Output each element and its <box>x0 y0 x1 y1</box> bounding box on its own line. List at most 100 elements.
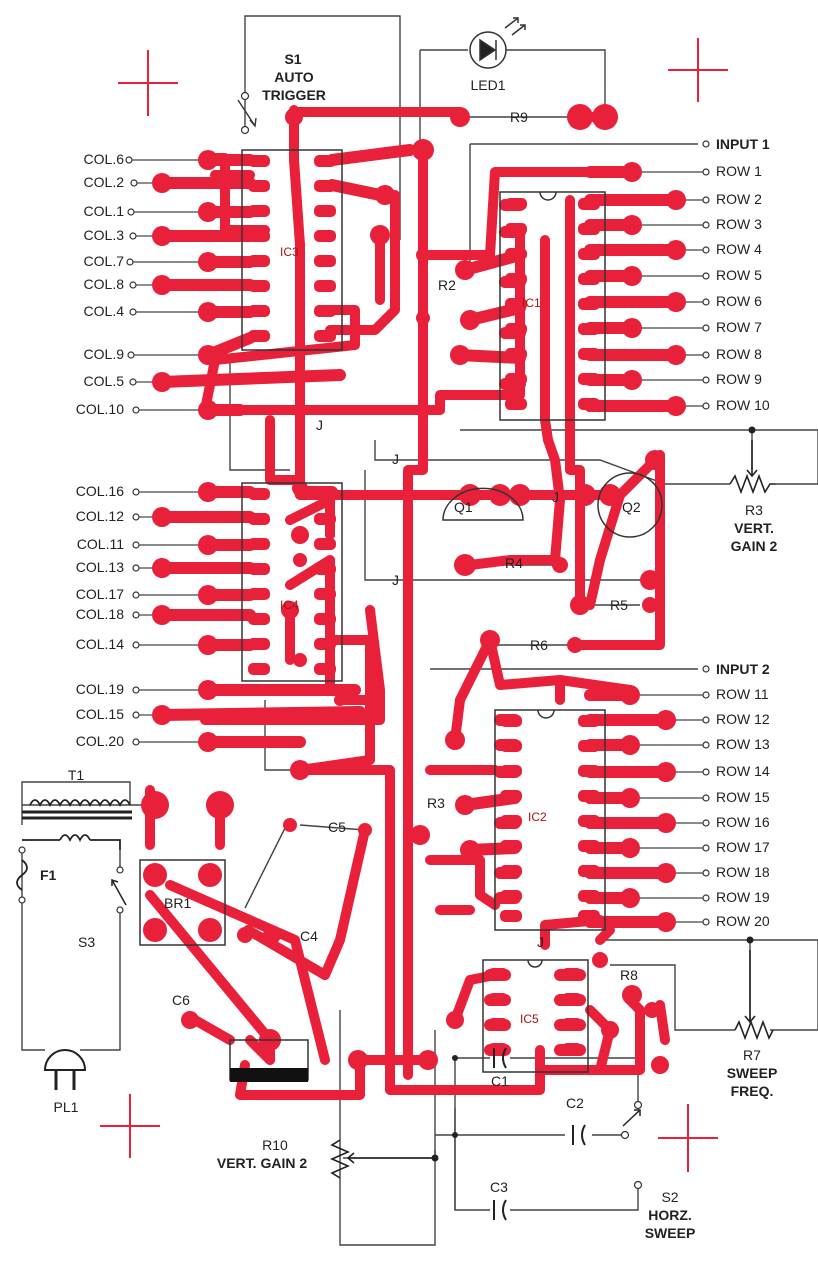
r7-pot-label: R7 <box>743 1047 761 1063</box>
r3-label: R3 <box>427 795 445 811</box>
col-terminal-label: COL.20 <box>75 733 124 749</box>
col-terminal-label: COL.10 <box>75 401 124 417</box>
row-terminal-label: ROW 14 <box>716 763 770 779</box>
row-terminal-label: ROW 15 <box>716 789 770 805</box>
ic3-label: IC3 <box>280 245 299 259</box>
pads <box>141 104 686 1074</box>
ic-pin-pads <box>248 155 600 1055</box>
r3-pot-label-line2: VERT. <box>734 520 774 536</box>
led1-label: LED1 <box>470 77 506 93</box>
row-terminal-label: ROW 17 <box>716 839 770 855</box>
row-terminal-label: ROW 11 <box>716 686 769 702</box>
r4-label: R4 <box>505 555 523 571</box>
ic4-label: IC4 <box>280 598 299 612</box>
col-terminal-label: COL.12 <box>75 508 124 524</box>
r10-pot-label: R10 <box>262 1137 288 1153</box>
ic2-label: IC2 <box>528 810 547 824</box>
jumper-label-3: J <box>552 489 559 505</box>
s2-label: S2 <box>661 1189 679 1205</box>
col-terminal-label: COL.1 <box>83 203 124 219</box>
r7-pot-label-line3: FREQ. <box>730 1083 774 1099</box>
col-terminal-label: COL.5 <box>83 373 124 389</box>
row-terminal-label: ROW 9 <box>716 371 762 387</box>
row-terminal-label: ROW 16 <box>716 814 770 830</box>
input1-label: INPUT 1 <box>716 136 770 152</box>
jumper-label-1: J <box>392 451 399 467</box>
r3-pot-label-line3: GAIN 2 <box>730 538 778 554</box>
ic-outlines <box>139 149 663 1081</box>
col-terminal-label: COL.8 <box>83 276 124 292</box>
col-terminal-label: COL.11 <box>76 536 124 552</box>
col-terminal-label: COL.16 <box>75 483 124 499</box>
col-terminal-label: COL.7 <box>83 253 124 269</box>
row-terminal-label: ROW 19 <box>716 889 770 905</box>
s1-label: S1 <box>284 51 302 67</box>
r5-label: R5 <box>610 597 628 613</box>
row-terminal-label: ROW 8 <box>716 346 762 362</box>
col-terminal-label: COL.17 <box>75 586 124 602</box>
s2-label-line3: SWEEP <box>644 1225 696 1241</box>
col-terminal-label: COL.4 <box>83 303 124 319</box>
row-terminal-label: ROW 4 <box>716 241 762 257</box>
r3-pot-label: R3 <box>745 502 763 518</box>
led-icon <box>469 17 526 69</box>
r7-pot-label-line2: SWEEP <box>726 1065 778 1081</box>
s1-label-line3: TRIGGER <box>262 87 326 103</box>
jumper-label-4: J <box>316 417 323 433</box>
terminal-dots <box>18 91 710 1190</box>
s3-switch-symbol <box>111 878 127 906</box>
s1-label-line2: AUTO <box>274 69 314 85</box>
c2-label: C2 <box>566 1095 584 1111</box>
row-terminal-label: ROW 2 <box>716 191 762 207</box>
capacitor-icons <box>493 1047 586 1221</box>
row-terminal-label: ROW 20 <box>716 913 770 929</box>
f1-label: F1 <box>40 867 57 883</box>
row-terminal-label: ROW 5 <box>716 267 762 283</box>
row-terminal-label: ROW 6 <box>716 293 762 309</box>
pl1-label: PL1 <box>53 1099 79 1115</box>
col-terminal-label: COL.14 <box>75 636 124 652</box>
jumper-label-2: J <box>392 572 399 588</box>
col-terminal-label: COL.19 <box>75 681 124 697</box>
c3-label: C3 <box>490 1179 508 1195</box>
col-terminal-label: COL.13 <box>75 559 124 575</box>
col-terminal-label: COL.6 <box>83 151 124 167</box>
input2-label: INPUT 2 <box>716 661 770 677</box>
s3-label: S3 <box>78 934 96 950</box>
s2-label-line2: HORZ. <box>648 1207 692 1223</box>
c4-label: C4 <box>300 928 318 944</box>
t1-label: T1 <box>67 767 85 783</box>
r2-label: R2 <box>438 277 456 293</box>
r8-label: R8 <box>620 967 638 983</box>
terminal-stubs <box>132 159 703 923</box>
row-terminal-label: ROW 10 <box>716 397 770 413</box>
col-terminal-label: COL.9 <box>83 346 124 362</box>
r9-label: R9 <box>510 109 528 125</box>
row-terminal-label: ROW 3 <box>716 216 762 232</box>
ic1-label: IC1 <box>522 296 541 310</box>
potentiometer-icons <box>330 440 776 1179</box>
row-terminal-label: ROW 18 <box>716 864 770 880</box>
row-terminal-label: ROW 1 <box>716 163 762 179</box>
fuse-icon <box>16 859 28 891</box>
br1-label: BR1 <box>164 895 192 911</box>
r6-label: R6 <box>530 637 548 653</box>
r10-pot-label-line2: VERT. GAIN 2 <box>216 1155 308 1171</box>
s1-switch-symbol <box>237 99 257 128</box>
row-terminal-label: ROW 12 <box>716 711 770 727</box>
plug-icon <box>43 1049 87 1090</box>
c6-label: C6 <box>172 992 190 1008</box>
c5-label: C5 <box>328 819 346 835</box>
col-terminal-label: COL.15 <box>75 706 124 722</box>
row-terminal-label: ROW 13 <box>716 736 770 752</box>
registration-marks <box>100 38 728 1172</box>
regulator-tab <box>230 1068 308 1082</box>
c1-label: C1 <box>491 1073 509 1089</box>
ic5-label: IC5 <box>520 1012 539 1026</box>
q2-label: Q2 <box>622 499 641 515</box>
col-terminal-label: COL.2 <box>83 174 124 190</box>
transformer-icon <box>22 799 132 850</box>
q1-label: Q1 <box>454 499 473 515</box>
col-terminal-label: COL.18 <box>75 606 124 622</box>
